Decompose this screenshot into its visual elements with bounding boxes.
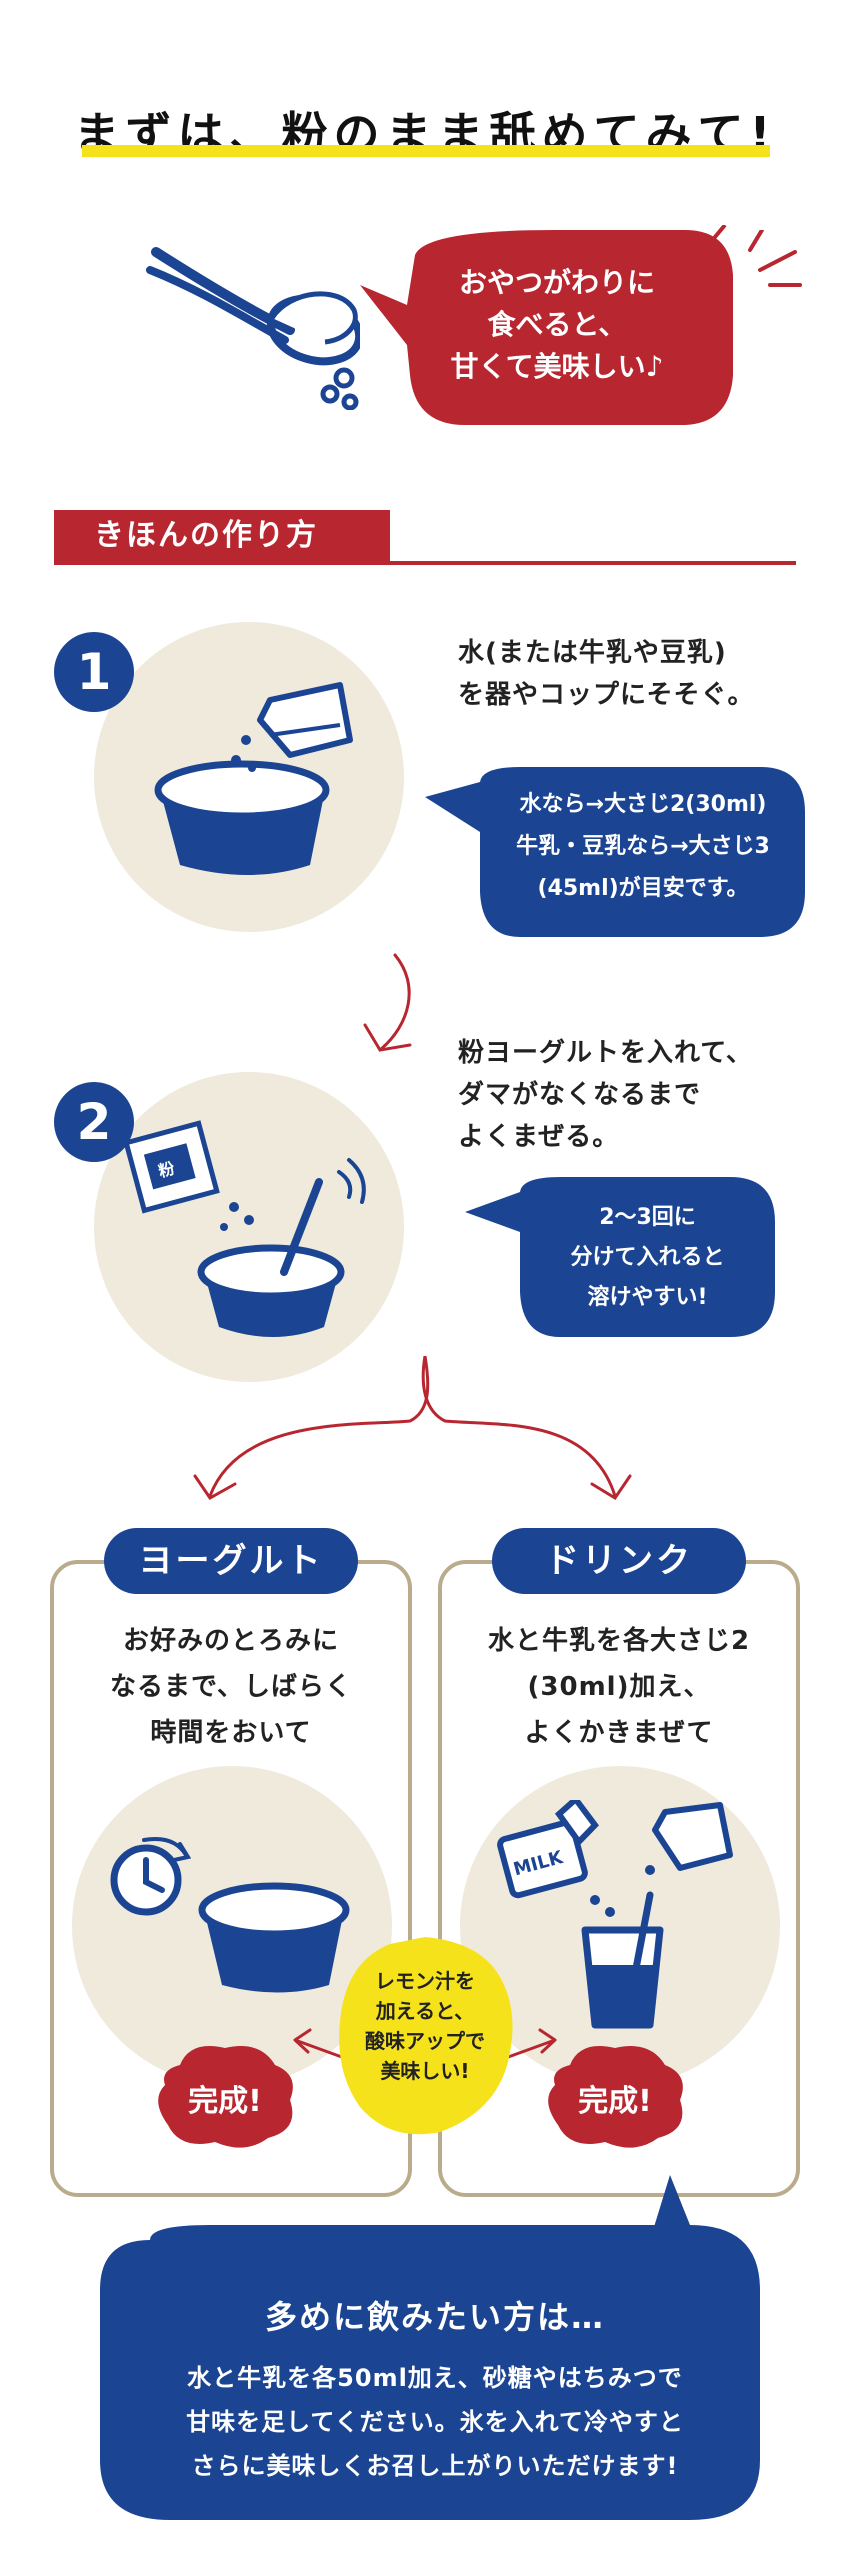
intro-line: 甘くて美味しい♪ bbox=[450, 350, 664, 383]
drink-line: よくかきまぜて bbox=[524, 1718, 714, 1748]
step2-line: よくまぜる。 bbox=[458, 1122, 620, 1152]
intro-line: 食べると、 bbox=[487, 308, 627, 341]
lemon-line: レモン汁を bbox=[375, 1969, 475, 1993]
final-title: 多めに飲みたい方は… bbox=[264, 2298, 605, 2336]
step1-tip-line: 牛乳・豆乳なら→大さじ3 bbox=[516, 834, 770, 859]
split-arrows-icon bbox=[193, 1356, 632, 1501]
final-body: 水と牛乳を各50ml加え、砂糖やはちみつで 甘味を足してください。氷を入れて冷や… bbox=[90, 2356, 780, 2488]
yogurt-done-badge bbox=[158, 2046, 293, 2148]
lemon-tip-text: レモン汁を 加えると、 酸味アップで 美味しい! bbox=[340, 1966, 510, 2086]
yogurt-line: 時間をおいて bbox=[150, 1718, 312, 1748]
step1-instruction: 水(または牛乳や豆乳) を器やコップにそそぐ。 bbox=[458, 632, 818, 716]
step1-tip-text: 水なら→大さじ2(30ml) 牛乳・豆乳なら→大さじ3 (45ml)が目安です。 bbox=[478, 784, 808, 910]
yogurt-instruction: お好みのとろみに なるまで、しばらく 時間をおいて bbox=[70, 1618, 392, 1756]
yogurt-done-text: 完成! bbox=[188, 2084, 262, 2119]
final-line: 甘味を足してください。氷を入れて冷やすと bbox=[186, 2408, 684, 2436]
step2-line: ダマがなくなるまで bbox=[458, 1080, 702, 1110]
step1-tip-line: 水なら→大さじ2(30ml) bbox=[519, 792, 767, 817]
drink-done-badge bbox=[548, 2046, 683, 2148]
step2-line: 粉ヨーグルトを入れて、 bbox=[458, 1038, 753, 1068]
drink-line: 水と牛乳を各大さじ2 bbox=[487, 1626, 751, 1656]
bowl-cup-icon bbox=[154, 682, 353, 875]
step1-tip-bubble bbox=[425, 767, 805, 937]
step1-line: を器やコップにそそぐ。 bbox=[458, 680, 755, 710]
yogurt-line: お好みのとろみに bbox=[122, 1626, 339, 1656]
title-underline bbox=[82, 145, 770, 157]
final-speech-bubble bbox=[100, 2175, 760, 2520]
step2-tip-line: 2〜3回に bbox=[599, 1205, 696, 1230]
step2-tip-bubble bbox=[465, 1177, 775, 1337]
drink-line: (30ml)加え、 bbox=[527, 1672, 711, 1702]
step1-line: 水(または牛乳や豆乳) bbox=[458, 638, 727, 668]
step2-tip-line: 分けて入れると bbox=[570, 1245, 725, 1270]
milk-glass-icon: MILK bbox=[497, 1800, 733, 2029]
intro-speech-bubble bbox=[360, 225, 733, 425]
packet-bowl-icon: 粉 bbox=[124, 1120, 366, 1337]
final-line: さらに美味しくお召し上がりいただけます! bbox=[191, 2452, 679, 2480]
yogurt-label: ヨーグルト bbox=[104, 1528, 358, 1594]
intro-bubble-text: おやつがわりに 食べると、 甘くて美味しい♪ bbox=[392, 262, 722, 388]
step2-tip-line: 溶けやすい! bbox=[587, 1285, 708, 1310]
lemon-line: 美味しい! bbox=[380, 2059, 470, 2083]
arrow-down-icon bbox=[363, 953, 412, 1052]
section-label: きほんの作り方 bbox=[54, 510, 390, 562]
step-number-badge: 2 bbox=[54, 1082, 134, 1162]
drink-label: ドリンク bbox=[492, 1528, 746, 1594]
clock-bowl-icon bbox=[110, 1837, 350, 1993]
step1-tip-line: (45ml)が目安です。 bbox=[537, 876, 749, 901]
packet-label: 粉 bbox=[156, 1158, 176, 1180]
step-number-badge: 1 bbox=[54, 632, 134, 712]
drink-instruction: 水と牛乳を各大さじ2 (30ml)加え、 よくかきまぜて bbox=[458, 1618, 780, 1756]
lemon-tip-bubble bbox=[339, 1937, 513, 2135]
drink-illustration-circle bbox=[460, 1766, 780, 2086]
lemon-line: 加えると、 bbox=[375, 1999, 475, 2023]
step2-instruction: 粉ヨーグルトを入れて、 ダマがなくなるまで よくまぜる。 bbox=[458, 1032, 828, 1158]
sparkle-lines-icon bbox=[748, 230, 802, 287]
lemon-line: 酸味アップで bbox=[365, 2029, 485, 2053]
step2-tip-text: 2〜3回に 分けて入れると 溶けやすい! bbox=[520, 1198, 775, 1318]
intro-line: おやつがわりに bbox=[458, 266, 655, 299]
section-divider bbox=[54, 561, 796, 565]
drink-done-text: 完成! bbox=[578, 2084, 652, 2119]
final-line: 水と牛乳を各50ml加え、砂糖やはちみつで bbox=[187, 2364, 683, 2392]
yogurt-line: なるまで、しばらく bbox=[110, 1672, 352, 1702]
spoon-powder-icon bbox=[146, 247, 360, 410]
